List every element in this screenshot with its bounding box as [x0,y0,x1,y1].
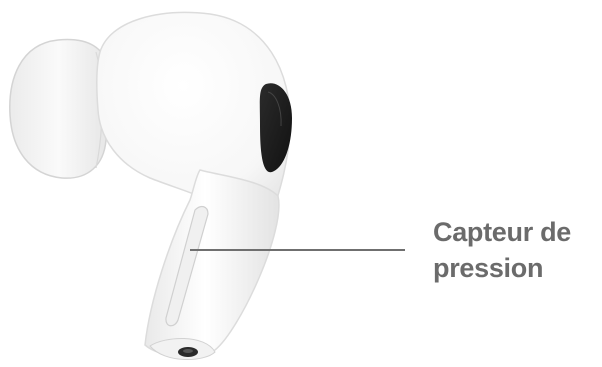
ear-tip [10,40,108,179]
callout-label-pressure-sensor: Capteur de pression [433,214,598,286]
earbud-stem [145,170,279,356]
callout-label-line-2: pression [433,250,598,286]
callout-label-line-1: Capteur de [433,214,598,250]
